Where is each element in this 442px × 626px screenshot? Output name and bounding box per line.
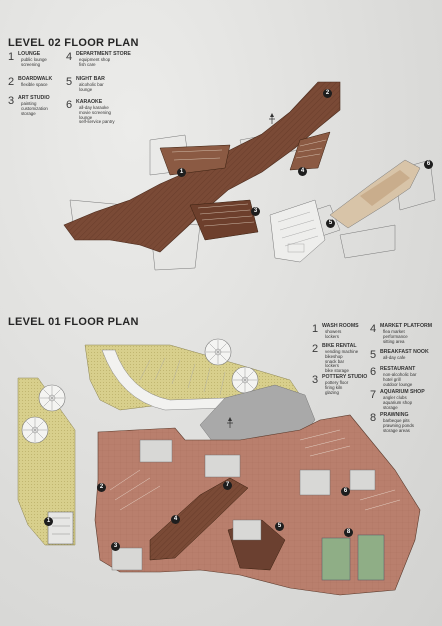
level01-marker-breakfast-nook: 5 — [275, 522, 284, 531]
tree-icon — [21, 416, 49, 444]
level01-marker-market-platform: 4 — [171, 515, 180, 524]
level01-marker-wash-rooms: 1 — [44, 517, 53, 526]
north-arrow-icon — [269, 113, 275, 124]
level02-plan — [63, 81, 436, 271]
level01-title: LEVEL 01 FLOOR PLAN — [8, 316, 139, 328]
prawning-pond — [357, 534, 385, 581]
level01-marker-aquarium-shop: 7 — [223, 481, 232, 490]
level01-plan — [17, 338, 421, 596]
level01-market-platform — [149, 477, 249, 561]
level02-night-bar — [269, 199, 326, 263]
level01-rooms — [111, 439, 376, 571]
prawning-pond — [321, 537, 351, 581]
level01-washrooms — [47, 511, 74, 545]
level02-marker-karaoke: 6 — [424, 160, 433, 169]
tree-icon — [38, 384, 66, 412]
tree-icon — [204, 338, 232, 366]
level02-title: LEVEL 02 FLOOR PLAN — [8, 37, 139, 49]
tree-icon — [231, 366, 259, 394]
level02-marker-department-store: 4 — [298, 167, 307, 176]
level02-marker-art-studio: 3 — [251, 207, 260, 216]
level02-marker-lounge: 1 — [177, 168, 186, 177]
level01-marker-prawning: 8 — [344, 528, 353, 537]
level01-marker-bike-rental: 2 — [97, 483, 106, 492]
level01-marker-pottery-studio: 3 — [111, 542, 120, 551]
north-arrow-icon — [227, 417, 233, 428]
level01-marker-restaurant: 6 — [341, 487, 350, 496]
level02-marker-boardwalk: 2 — [323, 89, 332, 98]
level02-marker-night-bar: 5 — [326, 219, 335, 228]
